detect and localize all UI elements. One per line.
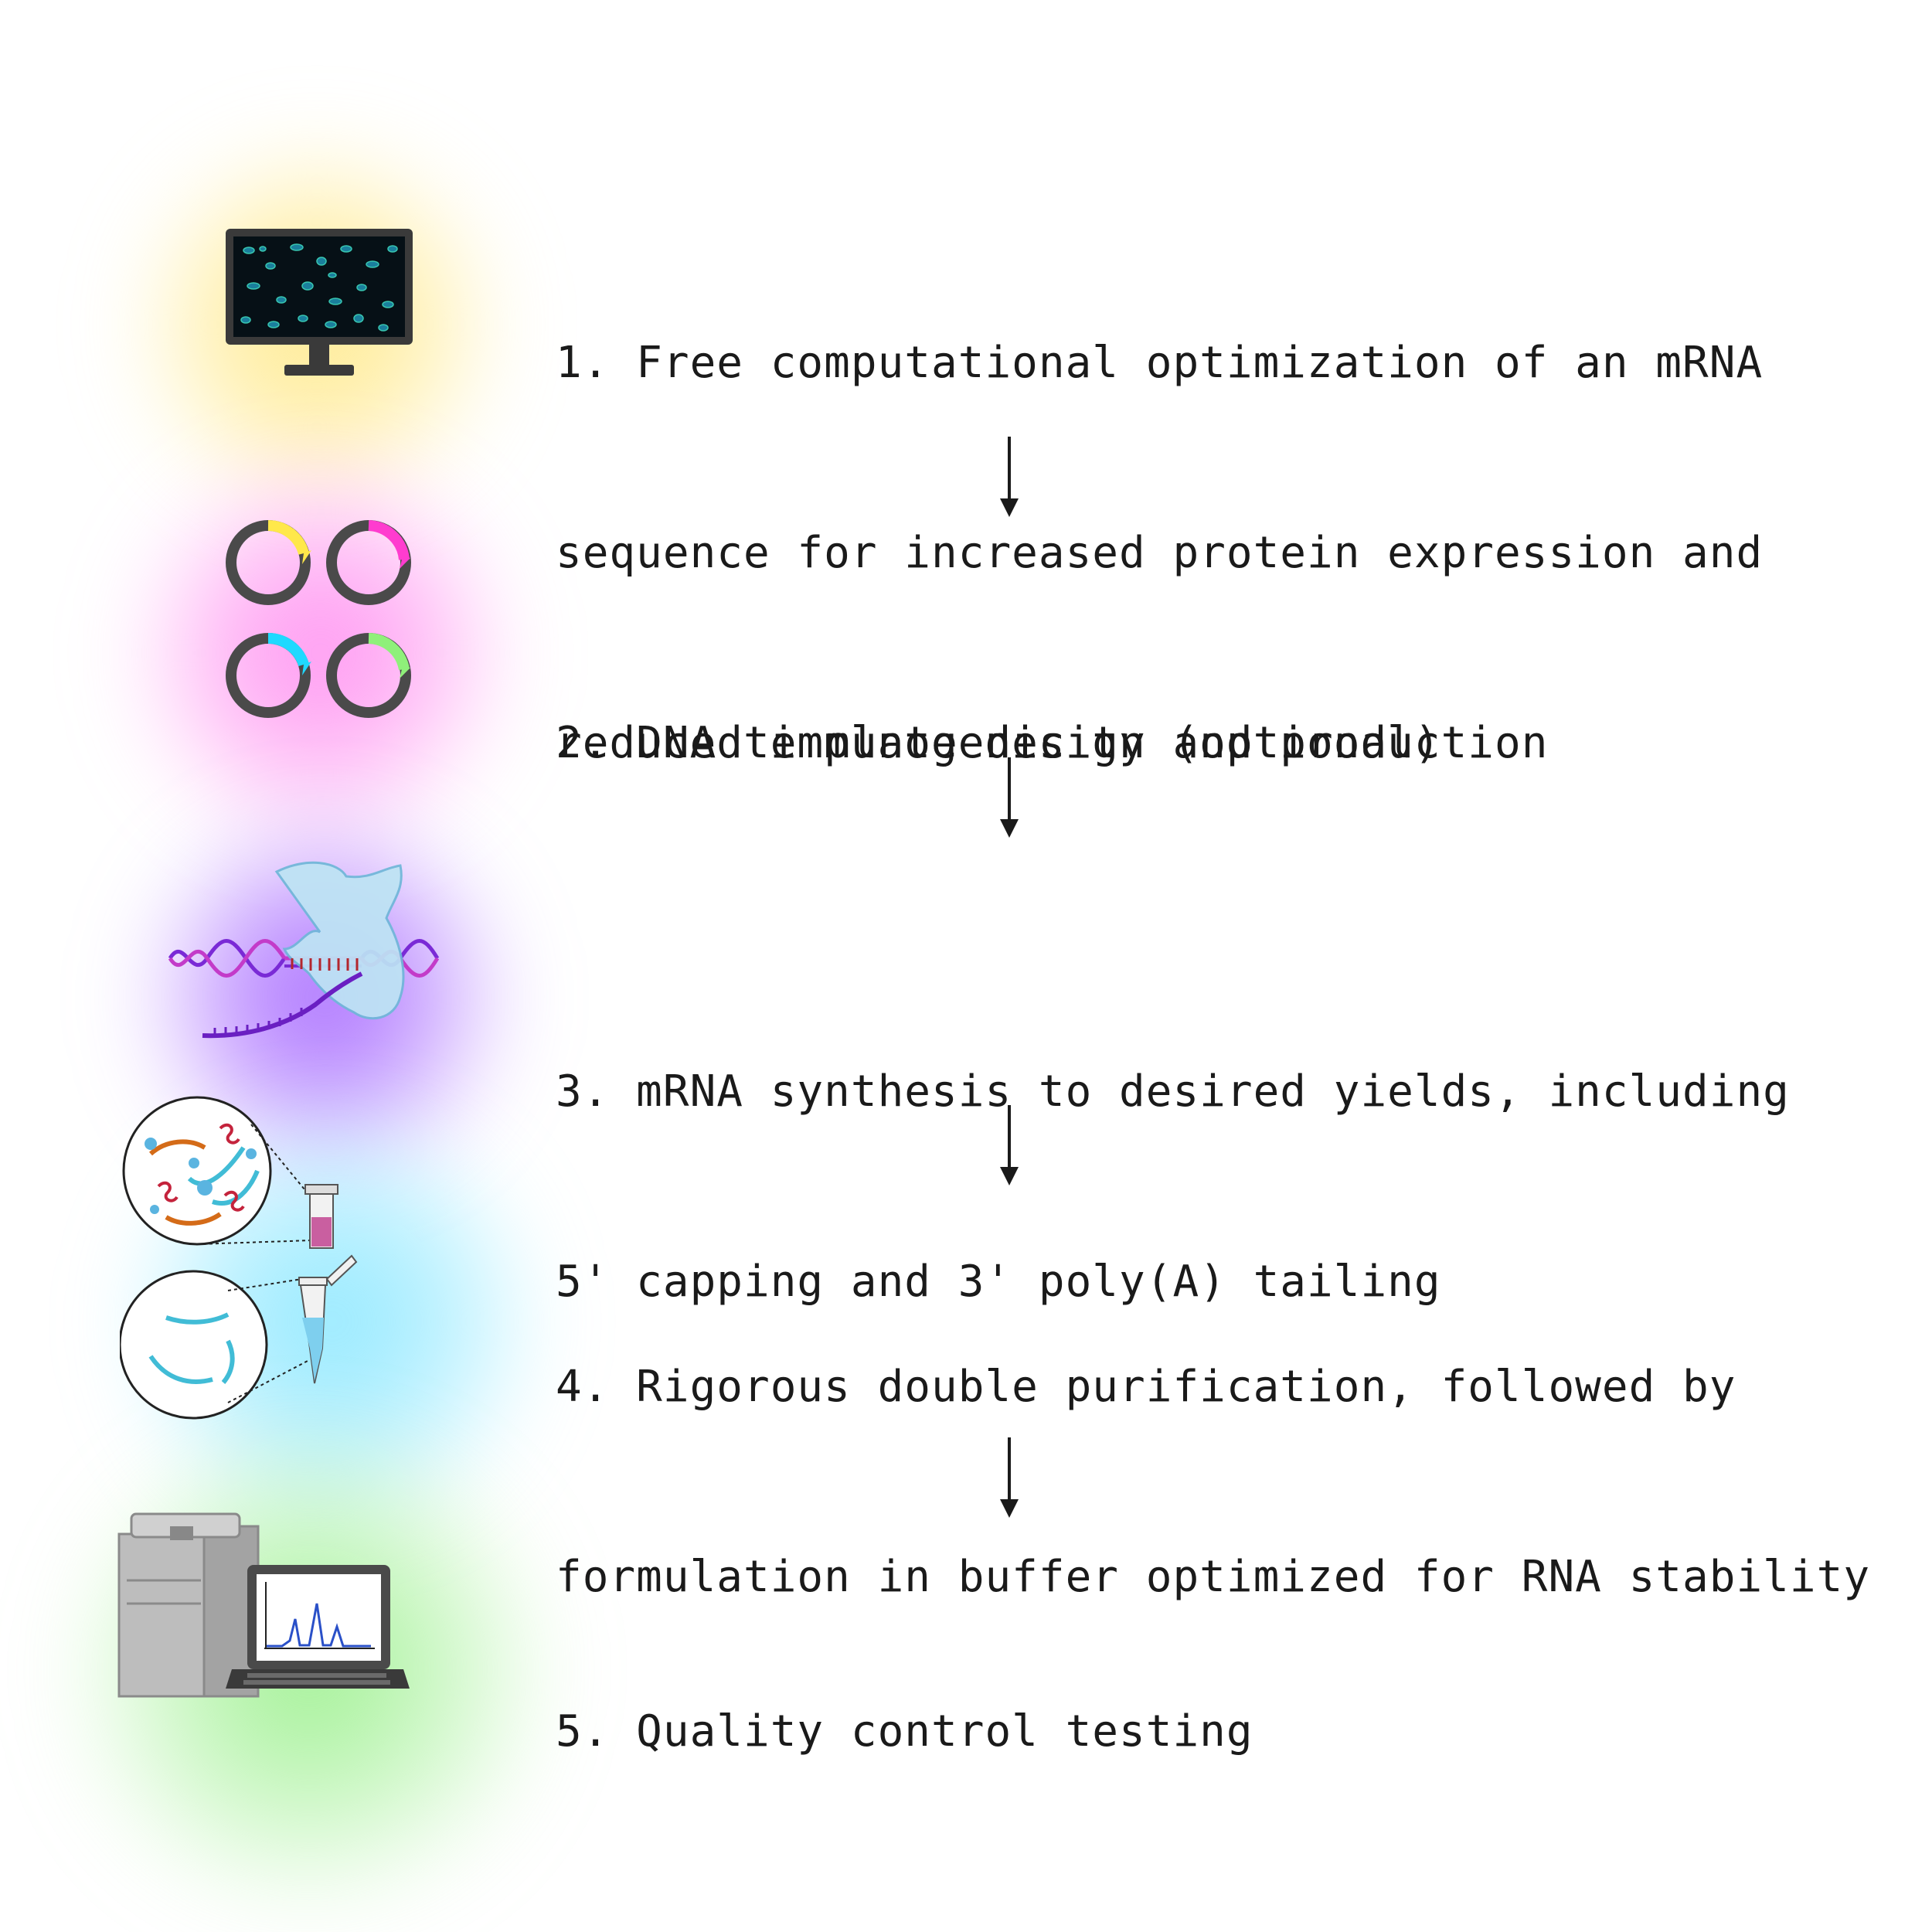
- arrow-down-icon: [1000, 437, 1019, 517]
- step-2-line-1: 2. DNA template design and production: [556, 718, 1549, 768]
- polymerase-icon: [168, 861, 440, 1039]
- step-3-line-2: 5' capping and 3' poly(A) tailing: [556, 1257, 1441, 1307]
- step-1-line-3: reduced immunogenicity (optional): [556, 718, 1441, 768]
- step-1-line-2: sequence for increased protein expressio…: [556, 528, 1764, 578]
- qc-instrument-icon: [117, 1512, 410, 1698]
- plasmid-icon: [226, 520, 411, 718]
- step-5-text: 5. Quality control testing: [556, 1573, 1253, 1827]
- step-4-line-2: formulation in buffer optimized for RNA …: [556, 1552, 1871, 1602]
- step-3-line-1: 3. mRNA synthesis to desired yields, inc…: [556, 1066, 1790, 1117]
- monitor-icon: [226, 229, 413, 376]
- step-2-text: 2. DNA template design and production: [556, 585, 1548, 838]
- arrow-down-icon: [1000, 1105, 1019, 1185]
- step-1-text: 1. Free computational optimization of an…: [556, 205, 1763, 838]
- purification-icon: [120, 1096, 358, 1420]
- step-5-line-1: 5. Quality control testing: [556, 1706, 1253, 1757]
- step-4-line-1: 4. Rigorous double purification, followe…: [556, 1362, 1736, 1412]
- arrow-down-icon: [1000, 1437, 1019, 1518]
- step-3-text: 3. mRNA synthesis to desired yields, inc…: [556, 934, 1790, 1377]
- step2-glow: [128, 468, 514, 838]
- step-4-text: 4. Rigorous double purification, followe…: [556, 1229, 1870, 1672]
- arrow-down-icon: [1000, 757, 1019, 838]
- step-1-line-1: 1. Free computational optimization of an…: [556, 338, 1764, 388]
